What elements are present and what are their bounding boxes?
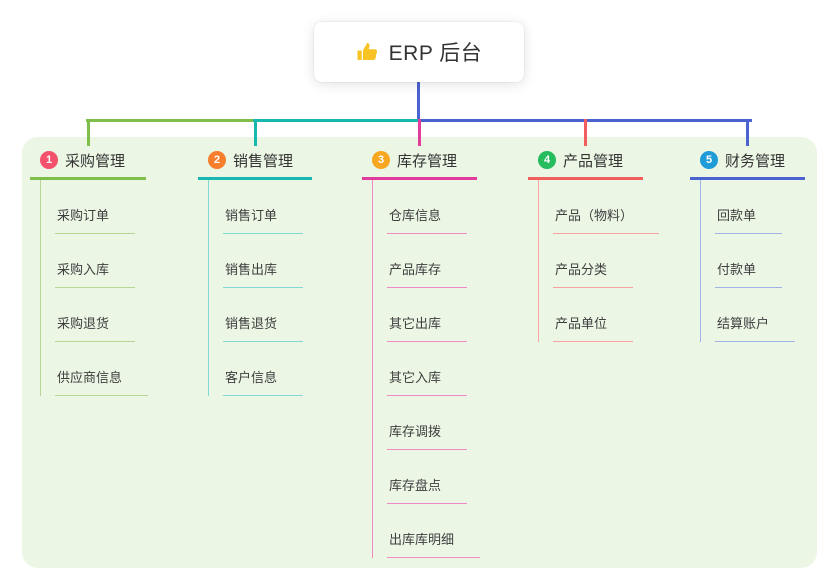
child-item-label[interactable]: 出库库明细 bbox=[387, 529, 481, 558]
child-item: 库存调拨 bbox=[373, 396, 477, 450]
child-item-label[interactable]: 产品（物料） bbox=[553, 205, 660, 234]
branch-children-group: 回款单付款单结算账户 bbox=[700, 180, 805, 342]
branch-drop-line bbox=[87, 119, 90, 146]
child-item-label[interactable]: 销售退货 bbox=[223, 313, 304, 342]
branch-title[interactable]: 5 财务管理 bbox=[690, 149, 805, 180]
child-item-label[interactable]: 产品库存 bbox=[387, 259, 468, 288]
child-item-label[interactable]: 库存调拨 bbox=[387, 421, 468, 450]
branch-title[interactable]: 4 产品管理 bbox=[528, 149, 643, 180]
branch-number-badge: 5 bbox=[700, 151, 718, 169]
branch-children-group: 仓库信息产品库存其它出库其它入库库存调拨库存盘点出库库明细 bbox=[372, 180, 481, 558]
child-item-label[interactable]: 销售订单 bbox=[223, 205, 304, 234]
child-item: 仓库信息 bbox=[373, 180, 477, 234]
child-item-label[interactable]: 客户信息 bbox=[223, 367, 304, 396]
child-item: 客户信息 bbox=[209, 342, 312, 396]
child-item: 产品单位 bbox=[539, 288, 643, 342]
branch-title[interactable]: 3 库存管理 bbox=[362, 149, 477, 180]
branch-children-group: 销售订单销售出库销售退货客户信息 bbox=[208, 180, 312, 396]
child-item-label[interactable]: 采购订单 bbox=[55, 205, 136, 234]
child-item: 产品（物料） bbox=[539, 180, 660, 234]
child-item: 其它入库 bbox=[373, 342, 477, 396]
branch: 2 销售管理销售订单销售出库销售退货客户信息 bbox=[198, 149, 312, 396]
branch-title-label: 库存管理 bbox=[397, 152, 458, 170]
child-item: 产品库存 bbox=[373, 234, 477, 288]
branch-title-label: 采购管理 bbox=[65, 152, 126, 170]
child-item: 供应商信息 bbox=[41, 342, 149, 396]
child-item: 销售订单 bbox=[209, 180, 312, 234]
branch-drop-line bbox=[746, 119, 749, 146]
child-item-label[interactable]: 采购退货 bbox=[55, 313, 136, 342]
bus-segment bbox=[253, 119, 421, 122]
branch: 5 财务管理回款单付款单结算账户 bbox=[690, 149, 805, 342]
child-item-label[interactable]: 其它入库 bbox=[387, 367, 468, 396]
child-item: 采购退货 bbox=[41, 288, 146, 342]
child-item-label[interactable]: 产品分类 bbox=[553, 259, 634, 288]
branch-number-badge: 2 bbox=[208, 151, 226, 169]
branch-title-label: 财务管理 bbox=[725, 152, 786, 170]
child-item: 回款单 bbox=[701, 180, 805, 234]
thumbs-up-icon bbox=[356, 40, 380, 64]
child-item-label[interactable]: 其它出库 bbox=[387, 313, 468, 342]
branch: 1 采购管理采购订单采购入库采购退货供应商信息 bbox=[30, 149, 149, 396]
child-item-label[interactable]: 仓库信息 bbox=[387, 205, 468, 234]
child-item: 采购订单 bbox=[41, 180, 146, 234]
child-item: 其它出库 bbox=[373, 288, 477, 342]
branch-drop-line bbox=[584, 119, 587, 146]
branch-children-group: 采购订单采购入库采购退货供应商信息 bbox=[40, 180, 149, 396]
branch-drop-line bbox=[254, 119, 257, 146]
branch: 4 产品管理产品（物料） 产品分类产品单位 bbox=[528, 149, 660, 342]
child-item-label[interactable]: 销售出库 bbox=[223, 259, 304, 288]
branch: 3 库存管理仓库信息产品库存其它出库其它入库库存调拨库存盘点出库库明细 bbox=[362, 149, 481, 558]
child-item: 付款单 bbox=[701, 234, 805, 288]
child-item: 销售出库 bbox=[209, 234, 312, 288]
child-item: 产品分类 bbox=[539, 234, 643, 288]
branch-title[interactable]: 2 销售管理 bbox=[198, 149, 312, 180]
child-item: 采购入库 bbox=[41, 234, 146, 288]
child-item-label[interactable]: 供应商信息 bbox=[55, 367, 149, 396]
root-label: ERP 后台 bbox=[388, 42, 483, 65]
child-item-label[interactable]: 付款单 bbox=[715, 259, 783, 288]
child-item-label[interactable]: 结算账户 bbox=[715, 313, 796, 342]
bus-segment bbox=[86, 119, 256, 122]
branch-title-label: 销售管理 bbox=[233, 152, 294, 170]
branch-children-group: 产品（物料） 产品分类产品单位 bbox=[538, 180, 660, 342]
child-item-label[interactable]: 库存盘点 bbox=[387, 475, 468, 504]
child-item: 库存盘点 bbox=[373, 450, 477, 504]
branch-number-badge: 3 bbox=[372, 151, 390, 169]
branch-number-badge: 1 bbox=[40, 151, 58, 169]
child-item-label[interactable]: 采购入库 bbox=[55, 259, 136, 288]
child-item-label[interactable]: 回款单 bbox=[715, 205, 783, 234]
branch-title-label: 产品管理 bbox=[563, 152, 624, 170]
child-item: 结算账户 bbox=[701, 288, 805, 342]
branch-drop-line bbox=[418, 119, 421, 146]
branch-title[interactable]: 1 采购管理 bbox=[30, 149, 146, 180]
root-node[interactable]: ERP 后台 bbox=[314, 22, 524, 82]
child-item: 出库库明细 bbox=[373, 504, 481, 558]
branches-panel bbox=[22, 137, 817, 568]
child-item: 销售退货 bbox=[209, 288, 312, 342]
branch-number-badge: 4 bbox=[538, 151, 556, 169]
child-item-label[interactable]: 产品单位 bbox=[553, 313, 634, 342]
root-connector-line bbox=[417, 82, 420, 122]
